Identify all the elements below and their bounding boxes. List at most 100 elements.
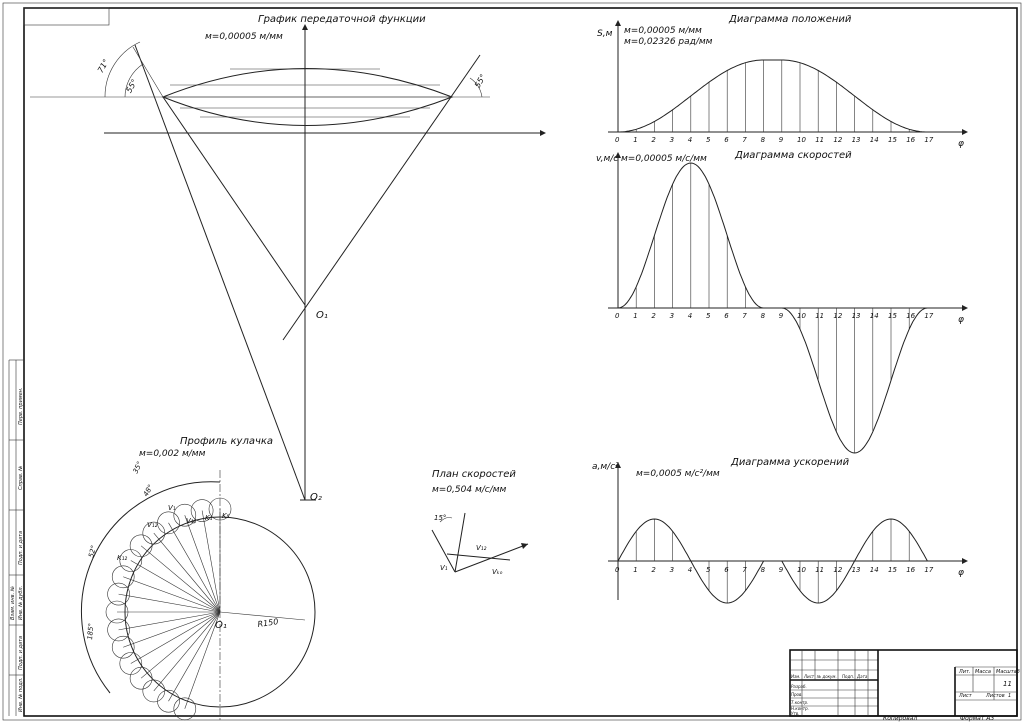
stamp-row-label: Подп. — [842, 674, 854, 679]
transfer-scale: м=0,00005 м/мм — [205, 32, 283, 42]
cam-ray — [123, 576, 221, 613]
acc-tick-label: 10 — [797, 566, 806, 574]
stamp-row-label: Лист — [803, 674, 815, 679]
angle-55-right: 55° — [473, 73, 488, 90]
cam-center: O₁ — [215, 620, 227, 631]
cam-ray — [168, 522, 221, 613]
pos-tick-label: 0 — [615, 136, 620, 144]
margin-label: Подп. и дата — [18, 531, 24, 565]
acc-tick-label: 0 — [615, 566, 620, 574]
transfer-function-graph: График передаточной функции м=0,00005 м/… — [30, 14, 546, 503]
acc-tick-label: 14 — [870, 566, 879, 574]
acc-tick-label: 11 — [815, 566, 824, 574]
velplan-angle: 15° — [434, 514, 446, 522]
vel-tick-label: 9 — [779, 312, 784, 320]
acceleration-phi: φ — [958, 568, 964, 578]
acc-tick-label: 6 — [724, 566, 729, 574]
margin-label: Инв. № подл. — [18, 678, 24, 713]
margin-label: Инв. № дубл. — [18, 586, 24, 620]
acc-tick-label: 13 — [852, 566, 861, 574]
stamp-side-label: Н.контр. — [791, 706, 809, 711]
vel-tick-label: 6 — [724, 312, 729, 320]
acc-tick-label: 4 — [688, 566, 692, 574]
cam-label: K₁₂ — [117, 554, 127, 562]
vel-tick-label: 12 — [833, 312, 842, 320]
pos-tick-label: 11 — [815, 136, 824, 144]
cam-ray — [123, 611, 221, 648]
cam-roller — [105, 600, 129, 624]
vel-tick-label: 15 — [888, 312, 897, 320]
vel-tick-label: 8 — [761, 312, 766, 320]
cam-ray — [140, 611, 221, 679]
cam-roller — [142, 521, 166, 545]
pos-tick-label: 3 — [670, 136, 674, 144]
cam-ray — [201, 510, 221, 613]
margin-label: Подп. и дата — [18, 636, 24, 670]
vel-tick-label: 1 — [633, 312, 637, 320]
positions-title: Диаграмма положений — [728, 14, 852, 25]
velocity-diagram: Диаграмма скоростей v,м/с м=0,00005 м/с/… — [596, 150, 968, 454]
vel-tick-label: 17 — [924, 312, 933, 320]
cam-ray — [153, 611, 221, 692]
velocity-phi: φ — [958, 315, 964, 325]
cam-outer-arc — [80, 481, 221, 694]
cam-label: V₁ — [168, 504, 176, 512]
stamp-sheets: Листов — [985, 693, 1005, 699]
pos-tick-label: 7 — [742, 136, 747, 144]
margin-label: Взам. инв. № — [10, 586, 16, 620]
pos-tick-label: 17 — [924, 136, 933, 144]
acc-tick-label: 1 — [633, 566, 637, 574]
cam-ray — [153, 532, 221, 613]
cam-roller — [129, 666, 153, 690]
velplan-v1: V₁ — [440, 564, 448, 572]
cam-ray — [130, 611, 221, 664]
acc-tick-label: 9 — [779, 566, 784, 574]
velocity-plan: План скоростей м=0,504 м/с/мм 15° V₁ V₁₂… — [431, 469, 529, 576]
pos-tick-label: 1 — [633, 136, 637, 144]
cam-ray — [168, 611, 221, 702]
cam-ray — [184, 515, 221, 613]
stamp-sheet: Лист — [958, 693, 973, 699]
center-o1: O₁ — [316, 310, 328, 321]
pos-tick-label: 14 — [870, 136, 879, 144]
vel-tick-label: 13 — [852, 312, 861, 320]
stamp-row-label: Изм. — [791, 674, 800, 679]
acc-tick-label: 12 — [833, 566, 842, 574]
transfer-title: График передаточной функции — [258, 14, 426, 25]
acceleration-scale: м=0,0005 м/с²/мм — [636, 469, 720, 479]
vel-tick-label: 10 — [797, 312, 806, 320]
acc-tick-label: 3 — [670, 566, 674, 574]
vel-tick-label: 0 — [615, 312, 620, 320]
stamp-side-label: Утв. — [791, 711, 799, 716]
velplan-title: План скоростей — [432, 469, 516, 480]
stamp-row-label: № докум. — [816, 674, 837, 679]
pos-tick-label: 2 — [651, 136, 656, 144]
stamp-copied: Копировал — [883, 715, 917, 722]
center-o2: O₂ — [310, 492, 322, 503]
cam-scale: м=0,002 м/мм — [139, 449, 206, 459]
acc-tick-label: 7 — [742, 566, 747, 574]
acc-tick-label: 17 — [924, 566, 933, 574]
inner-frame — [23, 7, 1018, 717]
acc-tick-label: 2 — [651, 566, 656, 574]
velocity-title: Диаграмма скоростей — [734, 150, 852, 161]
acceleration-axis-label: a,м/с² — [592, 462, 619, 472]
vel-tick-label: 11 — [815, 312, 824, 320]
pos-tick-label: 8 — [761, 136, 766, 144]
cam-ray — [184, 611, 221, 709]
stamp-side-label: Т.контр. — [791, 700, 808, 705]
velplan-scale: м=0,504 м/с/мм — [432, 485, 507, 495]
cam-roller — [173, 697, 197, 721]
cam-roller — [190, 499, 214, 522]
vel-tick-label: 3 — [670, 312, 674, 320]
cam-roller — [111, 635, 135, 659]
vel-tick-label: 7 — [742, 312, 747, 320]
vel-tick-label: 5 — [706, 312, 711, 320]
cam-label: K₁ — [205, 514, 213, 522]
pos-tick-label: 10 — [797, 136, 806, 144]
stamp-side-label: Разраб. — [791, 684, 807, 689]
velocity-scale: м=0,00005 м/с/мм — [621, 154, 707, 164]
acc-tick-label: 8 — [761, 566, 766, 574]
